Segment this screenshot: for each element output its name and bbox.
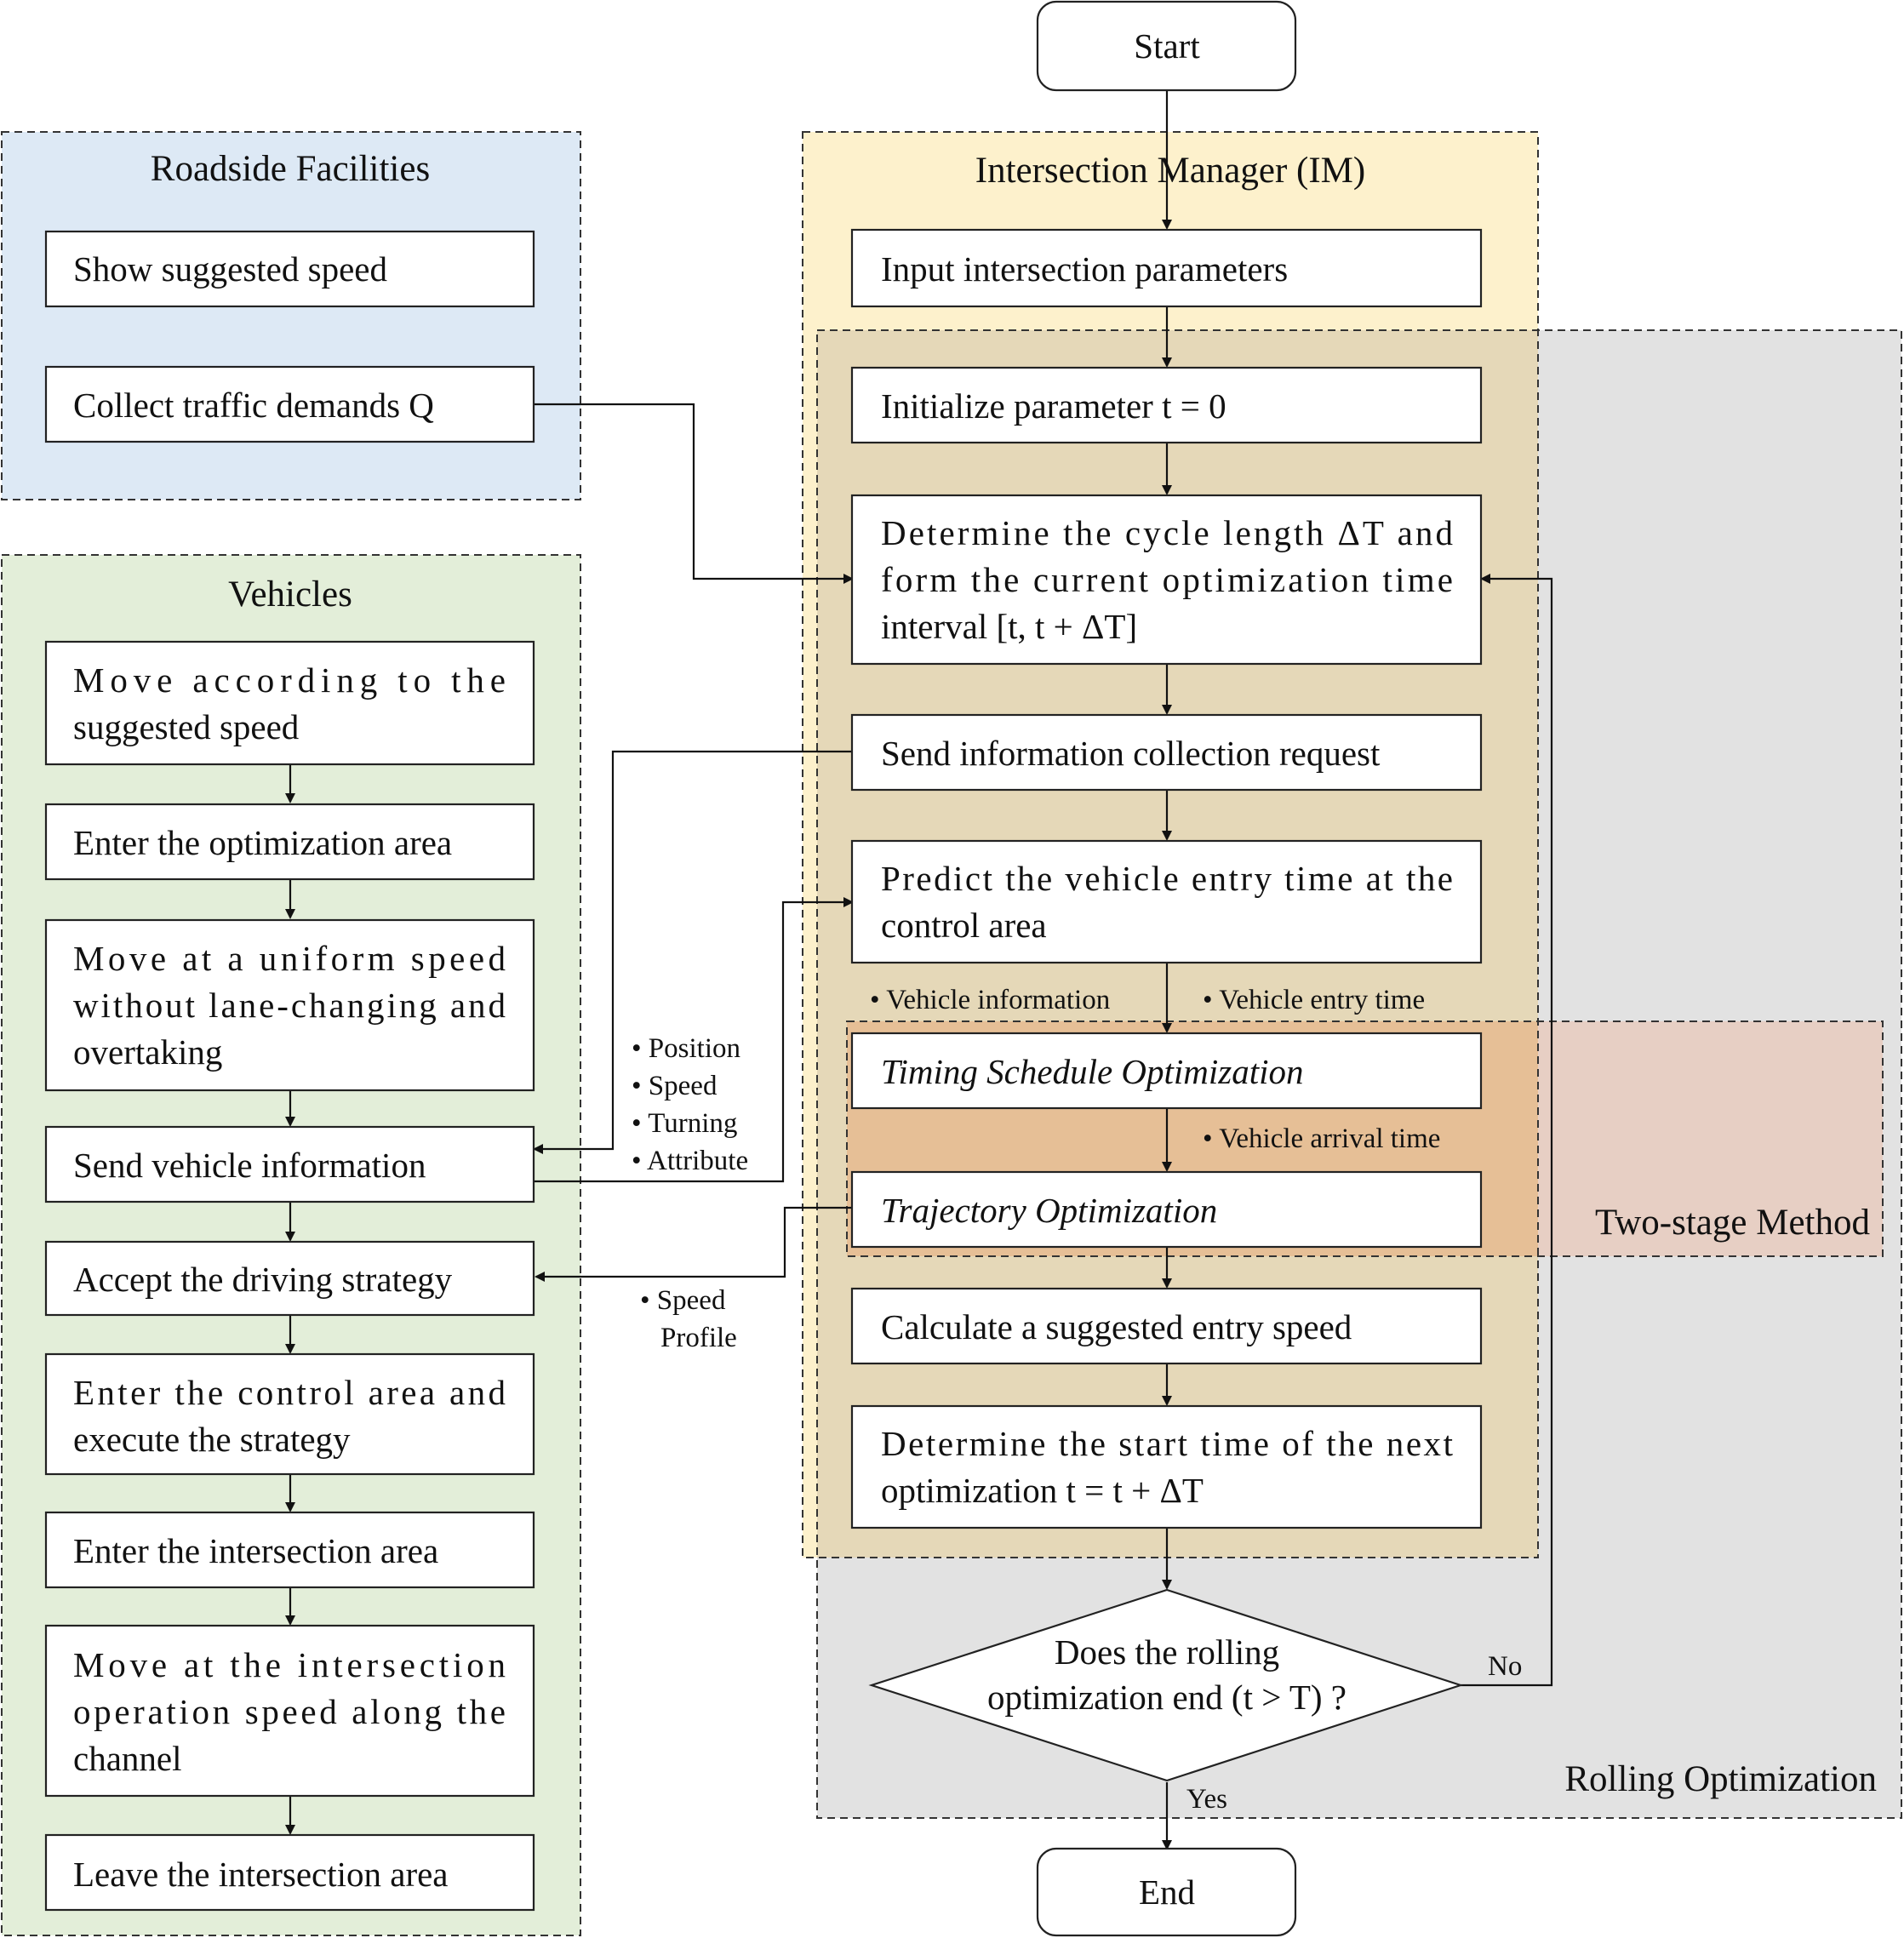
enter-control-node: Enter the control area and execute the s… xyxy=(44,1352,535,1476)
input-params-node: Input intersection parameters xyxy=(850,228,1483,308)
svg-text:Enter the control area and: Enter the control area and xyxy=(73,1373,506,1412)
start-terminal: Start xyxy=(1036,0,1297,92)
move-uniform-line3: overtaking xyxy=(73,1032,222,1072)
svg-text:Does the rolling: Does the rolling xyxy=(1055,1632,1279,1672)
enter-control-line1: Enter the control area and xyxy=(73,1373,506,1412)
predict-entry-line2: control area xyxy=(881,906,1047,945)
twostage-rolling-part xyxy=(1538,1021,1883,1256)
im-title: Intersection Manager (IM) xyxy=(975,151,1365,191)
im-region-left-strip xyxy=(803,330,817,1558)
svg-text:suggested speed: suggested speed xyxy=(73,707,299,746)
im-region xyxy=(802,131,1539,1558)
accept-strategy-node: Accept the driving strategy xyxy=(44,1240,535,1317)
enter-intersection-text: Enter the intersection area xyxy=(73,1531,438,1570)
vehicle-arrival-time-label: • Vehicle arrival time xyxy=(1203,1123,1440,1154)
rolling-region-outline xyxy=(816,329,1902,1819)
move-uniform-line1: Move at a uniform speed xyxy=(73,939,506,978)
no-label: No xyxy=(1488,1651,1522,1682)
move-intersection-line1: Move at the intersection xyxy=(73,1645,506,1684)
attr-speed: • Speed xyxy=(632,1071,718,1101)
roadside-title: Roadside Facilities xyxy=(151,149,430,189)
initialize-node: Initialize parameter t = 0 xyxy=(850,366,1483,444)
svg-text:operation speed along the: operation speed along the xyxy=(73,1692,506,1731)
move-intersection-line2: operation speed along the xyxy=(73,1692,506,1731)
svg-text:optimization end (t > T) ?: optimization end (t > T) ? xyxy=(987,1678,1347,1717)
svg-text:Move at the intersection: Move at the intersection xyxy=(73,1645,506,1684)
speed-profile-line1: • Speed xyxy=(640,1285,726,1316)
show-speed-node: Show suggested speed xyxy=(44,230,535,308)
accept-strategy-text: Accept the driving strategy xyxy=(73,1260,453,1299)
determine-cycle-line1: Determine the cycle length ΔT and xyxy=(881,513,1453,552)
svg-text:interval [t, t + ΔT]: interval [t, t + ΔT] xyxy=(881,607,1137,646)
predict-entry-line1: Predict the vehicle entry time at the xyxy=(881,859,1453,898)
move-intersection-line3: channel xyxy=(73,1739,181,1778)
determine-start-line1: Determine the start time of the next xyxy=(881,1424,1454,1463)
determine-cycle-line2: form the current optimization time xyxy=(881,560,1453,599)
send-request-node: Send information collection request xyxy=(850,713,1483,792)
determine-start-line2: optimization t = t + ΔT xyxy=(881,1471,1204,1510)
end-terminal: End xyxy=(1036,1847,1297,1937)
decision-line2: optimization end (t > T) ? xyxy=(987,1678,1347,1717)
svg-text:channel: channel xyxy=(73,1739,181,1778)
initialize-text: Initialize parameter t = 0 xyxy=(881,386,1226,426)
rolling-title: Rolling Optimization xyxy=(1564,1759,1877,1799)
move-suggested-line2: suggested speed xyxy=(73,707,299,746)
svg-text:Determine the start time of th: Determine the start time of the next xyxy=(881,1424,1454,1463)
decision-node: Does the rolling optimization end (t > T… xyxy=(868,1588,1464,1782)
enter-optimization-text: Enter the optimization area xyxy=(73,823,452,862)
move-suggested-node: Move according to the suggested speed xyxy=(44,640,535,766)
input-params-text: Input intersection parameters xyxy=(881,249,1288,289)
yes-label: Yes xyxy=(1186,1784,1227,1815)
start-label: Start xyxy=(1134,26,1200,66)
trajectory-node: Trajectory Optimization xyxy=(850,1170,1483,1249)
svg-text:Determine the cycle length ΔT: Determine the cycle length ΔT and xyxy=(881,513,1453,552)
enter-control-line2: execute the strategy xyxy=(73,1420,351,1459)
attr-attribute: • Attribute xyxy=(632,1146,748,1176)
decision-line1: Does the rolling xyxy=(1055,1632,1279,1672)
leave-intersection-node: Leave the intersection area xyxy=(44,1833,535,1912)
determine-cycle-node: Determine the cycle length ΔT and form t… xyxy=(850,494,1483,666)
show-speed-text: Show suggested speed xyxy=(73,249,387,289)
svg-text:Move at a uniform speed: Move at a uniform speed xyxy=(73,939,506,978)
timing-schedule-node: Timing Schedule Optimization xyxy=(850,1032,1483,1110)
twostage-region xyxy=(846,1020,1884,1257)
vehicles-title: Vehicles xyxy=(228,575,352,615)
calc-speed-node: Calculate a suggested entry speed xyxy=(850,1287,1483,1365)
move-suggested-line1: Move according to the xyxy=(73,660,506,700)
leave-intersection-text: Leave the intersection area xyxy=(73,1855,449,1894)
enter-optimization-node: Enter the optimization area xyxy=(44,803,535,881)
vehicle-entry-time-label: • Vehicle entry time xyxy=(1203,985,1425,1015)
edges xyxy=(285,90,1553,1850)
timing-schedule-text: Timing Schedule Optimization xyxy=(881,1052,1304,1091)
move-intersection-node: Move at the intersection operation speed… xyxy=(44,1624,535,1798)
move-uniform-node: Move at a uniform speed without lane-cha… xyxy=(44,918,535,1092)
svg-text:Move according to the: Move according to the xyxy=(73,660,506,700)
svg-text:Predict the vehicle entry time: Predict the vehicle entry time at the xyxy=(881,859,1453,898)
svg-text:overtaking: overtaking xyxy=(73,1032,222,1072)
attr-position: • Position xyxy=(632,1033,740,1064)
calc-speed-text: Calculate a suggested entry speed xyxy=(881,1307,1352,1346)
predict-entry-node: Predict the vehicle entry time at the co… xyxy=(850,839,1483,964)
speed-profile-label: • Speed Profile xyxy=(640,1285,737,1353)
svg-text:optimization t = t + ΔT: optimization t = t + ΔT xyxy=(881,1471,1204,1510)
collect-demands-node: Collect traffic demands Q xyxy=(44,365,535,443)
vehicle-attributes-label: • Position • Speed • Turning • Attribute xyxy=(632,1033,748,1176)
collect-demands-text: Collect traffic demands Q xyxy=(73,386,434,425)
attr-turning: • Turning xyxy=(632,1108,737,1139)
determine-start-node: Determine the start time of the next opt… xyxy=(850,1404,1483,1529)
svg-text:form the current optimization: form the current optimization time xyxy=(881,560,1453,599)
svg-text:control area: control area xyxy=(881,906,1047,945)
end-label: End xyxy=(1139,1872,1195,1912)
send-info-node: Send vehicle information xyxy=(44,1125,535,1203)
enter-intersection-node: Enter the intersection area xyxy=(44,1511,535,1589)
determine-cycle-line3: interval [t, t + ΔT] xyxy=(881,607,1137,646)
svg-text:execute the strategy: execute the strategy xyxy=(73,1420,351,1459)
twostage-title: Two-stage Method xyxy=(1595,1203,1870,1243)
trajectory-text: Trajectory Optimization xyxy=(881,1191,1217,1230)
send-request-text: Send information collection request xyxy=(881,734,1381,773)
send-info-text: Send vehicle information xyxy=(73,1146,426,1185)
speed-profile-line2: Profile xyxy=(660,1323,737,1353)
vehicle-info-label: • Vehicle information xyxy=(870,985,1110,1015)
